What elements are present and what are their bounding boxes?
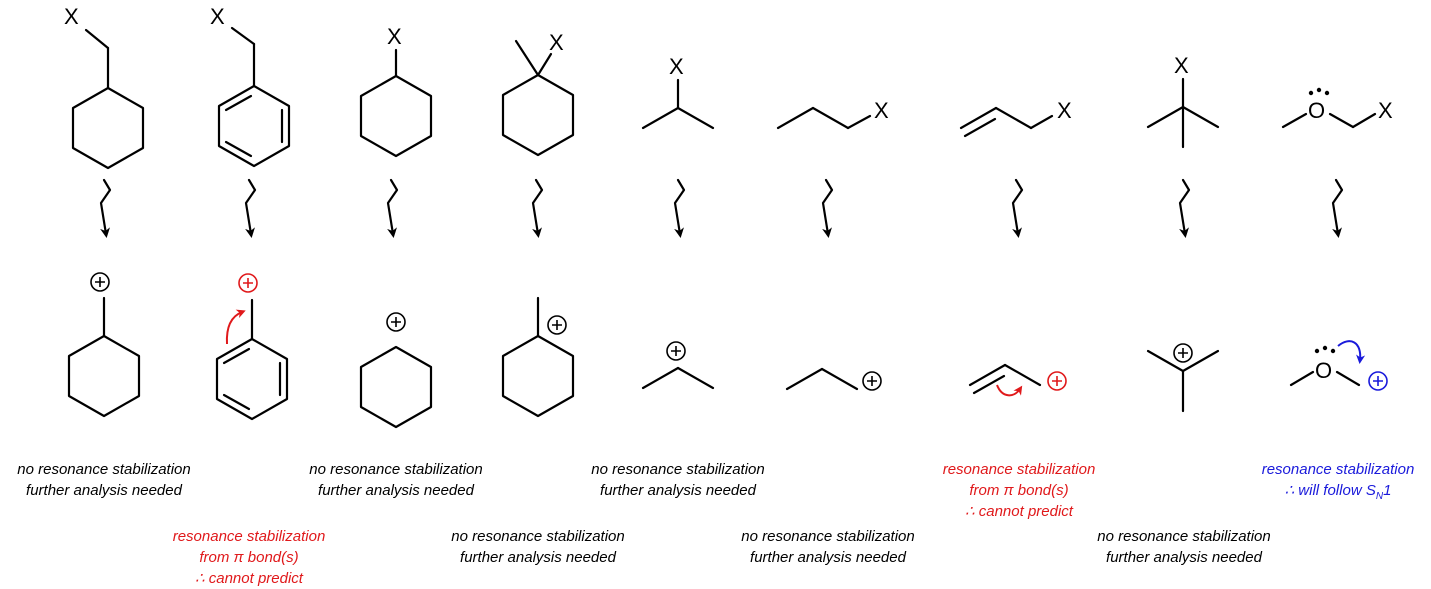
oxygen-label: O	[1315, 358, 1332, 383]
x-label: X	[874, 98, 889, 123]
note-1: no resonance stabilization further analy…	[17, 459, 190, 501]
ionization-arrow-8	[1178, 178, 1191, 238]
note-7: resonance stabilization from π bond(s) ∴…	[943, 459, 1096, 522]
note-8: no resonance stabilization further analy…	[1097, 526, 1270, 568]
ionization-arrow-9	[1331, 178, 1344, 238]
note-2: resonance stabilization from π bond(s) ∴…	[173, 526, 326, 589]
ionization-arrow-2	[244, 178, 257, 238]
oxygen-label: O	[1308, 98, 1325, 123]
sn1-order: 1	[1383, 482, 1392, 499]
sn1-subscript: N	[1375, 491, 1384, 502]
note-line: further analysis needed	[1106, 549, 1262, 566]
resonance-arrow-blue	[1337, 340, 1366, 364]
charge-icon	[547, 315, 567, 335]
x-label: X	[1174, 53, 1189, 78]
note-line-sn1: ∴ will follow SN1	[1262, 480, 1415, 507]
cation-4-methylcyclohexyl	[501, 296, 575, 418]
substrate-6-propyl-x: X	[776, 98, 889, 130]
note-line: ∴ cannot predict	[965, 503, 1073, 520]
note-5: no resonance stabilization further analy…	[591, 459, 764, 501]
note-line: further analysis needed	[318, 482, 474, 499]
charge-icon	[90, 272, 110, 292]
note-line: from π bond(s)	[969, 482, 1069, 499]
note-3: no resonance stabilization further analy…	[309, 459, 482, 501]
note-line: no resonance stabilization	[1097, 528, 1271, 545]
ionization-arrow-5	[673, 178, 686, 238]
cation-5-isopropyl	[641, 341, 715, 390]
cation-1-cyclohexylmethyl	[67, 272, 141, 418]
note-line: resonance stabilization	[942, 461, 1096, 478]
substrate-9-methoxymethyl-x: O X	[1281, 87, 1393, 129]
cation-8-tert-butyl	[1146, 343, 1220, 413]
lone-pair-icon	[1308, 87, 1330, 96]
ionization-arrow-4	[531, 178, 544, 238]
note-line: further analysis needed	[750, 549, 906, 566]
ionization-arrow-1	[99, 178, 112, 238]
ionization-arrow-6	[821, 178, 834, 238]
cation-3-cyclohexyl	[359, 312, 433, 429]
note-line: ∴ cannot predict	[195, 570, 303, 587]
substrate-4-methylcyclohexyl-x: X	[501, 30, 575, 157]
note-line: resonance stabilization	[1261, 461, 1415, 478]
substrate-8-tert-butyl-x: X	[1146, 53, 1220, 149]
x-label: X	[1378, 98, 1393, 123]
charge-icon	[238, 273, 258, 293]
substrate-2-benzyl-x: X	[210, 4, 291, 168]
cation-2-benzyl	[215, 273, 289, 421]
charge-icon	[862, 371, 882, 391]
lone-pair-icon	[1314, 345, 1336, 354]
cation-7-allyl	[968, 363, 1067, 397]
substrate-1-cyclohexylmethyl-x: X	[64, 4, 145, 170]
note-line: no resonance stabilization	[741, 528, 915, 545]
note-6: no resonance stabilization further analy…	[741, 526, 914, 568]
resonance-arrow-red	[225, 309, 246, 345]
x-label: X	[210, 4, 225, 29]
note-line: resonance stabilization	[172, 528, 326, 545]
charge-icon	[1368, 371, 1388, 391]
note-line: further analysis needed	[600, 482, 756, 499]
note-line: further analysis needed	[460, 549, 616, 566]
ionization-arrow-3	[386, 178, 399, 238]
x-label: X	[387, 24, 402, 49]
charge-icon	[1047, 371, 1067, 391]
resonance-arrow-red	[996, 384, 1023, 397]
x-label: X	[669, 54, 684, 79]
charge-icon	[666, 341, 686, 361]
note-9: resonance stabilization ∴ will follow SN…	[1262, 459, 1415, 507]
charge-icon	[386, 312, 406, 332]
x-label: X	[1057, 98, 1072, 123]
cation-9-methoxymethyl: O	[1289, 340, 1388, 391]
note-4: no resonance stabilization further analy…	[451, 526, 624, 568]
note-line: no resonance stabilization	[591, 461, 765, 478]
substrate-5-isopropyl-x: X	[641, 54, 715, 130]
note-line: from π bond(s)	[199, 549, 299, 566]
sn1-prefix: ∴ will follow S	[1284, 482, 1376, 499]
x-label: X	[549, 30, 564, 55]
substrate-7-allyl-x: X	[959, 98, 1072, 138]
substrate-3-cyclohexyl-x: X	[359, 24, 433, 158]
charge-icon	[1173, 343, 1193, 363]
note-line: no resonance stabilization	[451, 528, 625, 545]
cation-6-propyl	[785, 367, 882, 391]
note-line: no resonance stabilization	[309, 461, 483, 478]
x-label: X	[64, 4, 79, 29]
note-line: further analysis needed	[26, 482, 182, 499]
ionization-arrow-7	[1011, 178, 1024, 238]
note-line: no resonance stabilization	[17, 461, 191, 478]
